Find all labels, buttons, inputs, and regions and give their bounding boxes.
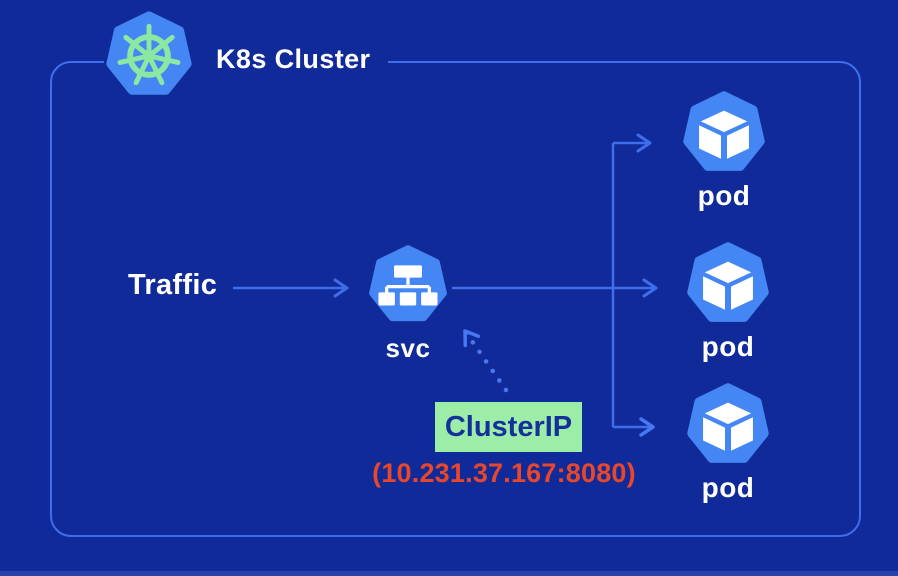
pod-node-1: pod — [679, 90, 769, 212]
pod-label: pod — [701, 472, 755, 503]
clusterip-label: ClusterIP — [444, 410, 573, 443]
bottom-edge-strip — [0, 571, 898, 576]
cluster-boundary — [50, 61, 861, 537]
clusterip-pointer-dotted-arrow — [462, 328, 509, 393]
pod-node-3: pod — [683, 382, 773, 504]
cluster-title: K8s Cluster — [216, 44, 371, 74]
pod-label: pod — [697, 180, 751, 211]
kubernetes-logo-icon — [106, 11, 192, 95]
service-label: svc — [385, 333, 431, 363]
pod-node-2: pod — [683, 241, 773, 363]
traffic-label: Traffic — [128, 269, 218, 301]
service-node: svc — [363, 244, 453, 364]
pod-label: pod — [701, 331, 755, 362]
cluster-header: K8s Cluster — [104, 8, 389, 102]
pod-icon — [683, 91, 765, 171]
clusterip-chip: ClusterIP — [435, 402, 582, 452]
pod-icon — [687, 242, 769, 322]
service-icon — [369, 245, 447, 322]
cluster-ip-address: (10.231.37.167:8080) — [372, 458, 636, 488]
pod-icon — [687, 383, 769, 463]
